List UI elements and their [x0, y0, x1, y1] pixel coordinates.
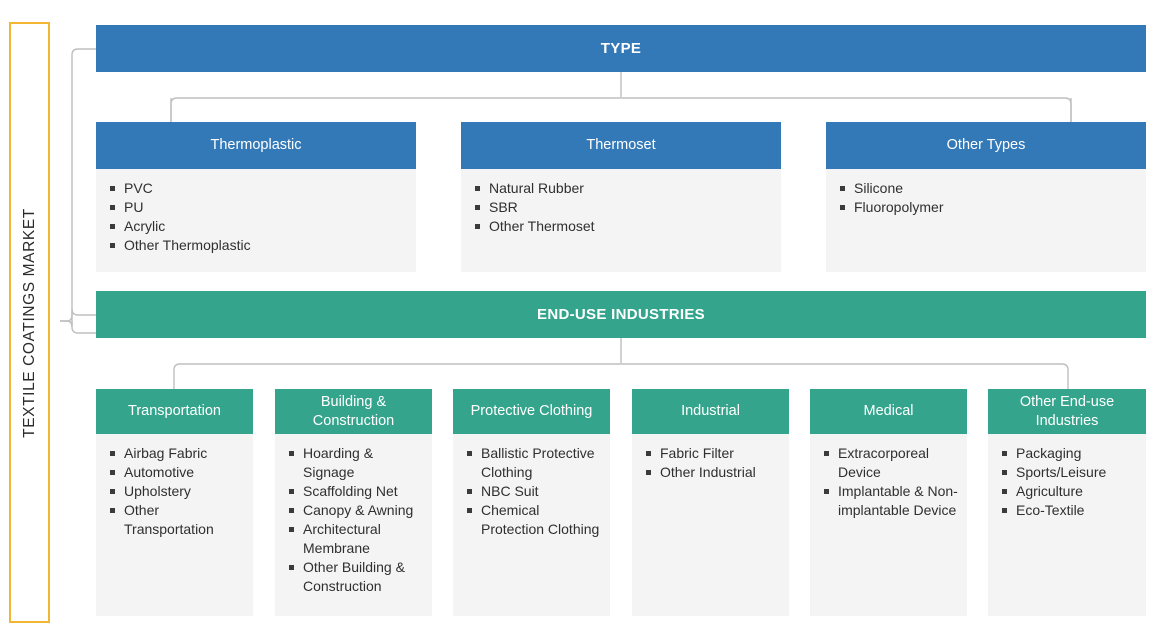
card-thermoplastic-header: Thermoplastic — [96, 122, 416, 169]
list-item: Natural Rubber — [475, 179, 773, 198]
list-item: Packaging — [1002, 444, 1138, 463]
card-building-construction-body: Hoarding & Signage Scaffolding Net Canop… — [275, 434, 432, 616]
card-other-enduse-industries-title: Other End-use Industries — [1019, 394, 1115, 429]
card-industrial-header: Industrial — [632, 389, 789, 434]
section-bar-enduse-label: END-USE INDUSTRIES — [537, 306, 705, 323]
card-transportation-title: Transportation — [128, 403, 221, 420]
card-building-construction-header: Building & Construction — [275, 389, 432, 434]
list-item: PVC — [110, 179, 408, 198]
list-item: Ballistic Protective Clothing — [467, 444, 602, 482]
card-medical-title: Medical — [863, 403, 914, 420]
list-item: Hoarding & Signage — [289, 444, 424, 482]
card-medical-body: Extracorporeal Device Implantable & Non-… — [810, 434, 967, 616]
card-protective-clothing[interactable]: Protective Clothing Ballistic Protective… — [453, 389, 610, 616]
card-other-enduse-industries-body: Packaging Sports/Leisure Agriculture Eco… — [988, 434, 1146, 616]
card-transportation-body: Airbag Fabric Automotive Upholstery Othe… — [96, 434, 253, 616]
list-item: Agriculture — [1002, 482, 1138, 501]
list-item: Other Thermoplastic — [110, 236, 408, 255]
list-item: Eco-Textile — [1002, 501, 1138, 520]
list-item: SBR — [475, 198, 773, 217]
card-industrial[interactable]: Industrial Fabric Filter Other Industria… — [632, 389, 789, 616]
list-item: Architectural Membrane — [289, 520, 424, 558]
list-item: Sports/Leisure — [1002, 463, 1138, 482]
card-thermoset-body: Natural Rubber SBR Other Thermoset — [461, 169, 781, 272]
list-item: Other Thermoset — [475, 217, 773, 236]
card-medical-header: Medical — [810, 389, 967, 434]
list-item: Canopy & Awning — [289, 501, 424, 520]
card-other-enduse-industries-list: Packaging Sports/Leisure Agriculture Eco… — [998, 444, 1138, 520]
list-item: Acrylic — [110, 217, 408, 236]
card-protective-clothing-title: Protective Clothing — [470, 403, 593, 420]
card-other-types-title: Other Types — [946, 137, 1026, 154]
list-item: Silicone — [840, 179, 1138, 198]
card-other-enduse-industries-header: Other End-use Industries — [988, 389, 1146, 434]
card-building-construction-title: Building & Construction — [312, 394, 395, 429]
card-transportation[interactable]: Transportation Airbag Fabric Automotive … — [96, 389, 253, 616]
list-item: Scaffolding Net — [289, 482, 424, 501]
card-industrial-list: Fabric Filter Other Industrial — [642, 444, 781, 482]
card-protective-clothing-body: Ballistic Protective Clothing NBC Suit C… — [453, 434, 610, 616]
section-bar-type-label: TYPE — [600, 40, 642, 57]
card-medical[interactable]: Medical Extracorporeal Device Implantabl… — [810, 389, 967, 616]
list-item: Other Building & Construction — [289, 558, 424, 596]
list-item: Other Industrial — [646, 463, 781, 482]
card-industrial-body: Fabric Filter Other Industrial — [632, 434, 789, 616]
card-industrial-title: Industrial — [681, 403, 740, 420]
list-item: Upholstery — [110, 482, 245, 501]
market-label-box: TEXTILE COATINGS MARKET — [9, 22, 50, 623]
card-building-construction[interactable]: Building & Construction Hoarding & Signa… — [275, 389, 432, 616]
list-item: Extracorporeal Device — [824, 444, 959, 482]
connector-market-to-enduse — [71, 321, 96, 334]
card-other-types[interactable]: Other Types Silicone Fluoropolymer — [826, 122, 1146, 272]
card-protective-clothing-list: Ballistic Protective Clothing NBC Suit C… — [463, 444, 602, 539]
list-item: Implantable & Non-implantable Device — [824, 482, 959, 520]
list-item: Other Transportation — [110, 501, 245, 539]
card-thermoset-header: Thermoset — [461, 122, 781, 169]
card-transportation-list: Airbag Fabric Automotive Upholstery Othe… — [106, 444, 245, 539]
connector-type-bracket — [170, 97, 1072, 122]
card-thermoplastic-list: PVC PU Acrylic Other Thermoplastic — [106, 179, 408, 255]
card-medical-list: Extracorporeal Device Implantable & Non-… — [820, 444, 959, 520]
section-bar-type[interactable]: TYPE — [96, 25, 1146, 72]
connector-market-brace-mid — [60, 308, 96, 328]
market-title: TEXTILE COATINGS MARKET — [20, 207, 38, 438]
card-thermoplastic[interactable]: Thermoplastic PVC PU Acrylic Other Therm… — [96, 122, 416, 272]
list-item: Fluoropolymer — [840, 198, 1138, 217]
card-other-types-list: Silicone Fluoropolymer — [836, 179, 1138, 217]
card-thermoset-title: Thermoset — [586, 137, 656, 154]
card-other-enduse-industries[interactable]: Other End-use Industries Packaging Sport… — [988, 389, 1146, 616]
list-item: Fabric Filter — [646, 444, 781, 463]
card-thermoset[interactable]: Thermoset Natural Rubber SBR Other Therm… — [461, 122, 781, 272]
card-protective-clothing-header: Protective Clothing — [453, 389, 610, 434]
connector-market-to-type — [60, 48, 96, 322]
list-item: Chemical Protection Clothing — [467, 501, 602, 539]
list-item: Airbag Fabric — [110, 444, 245, 463]
card-thermoset-list: Natural Rubber SBR Other Thermoset — [471, 179, 773, 236]
section-bar-enduse[interactable]: END-USE INDUSTRIES — [96, 291, 1146, 338]
list-item: PU — [110, 198, 408, 217]
card-building-construction-list: Hoarding & Signage Scaffolding Net Canop… — [285, 444, 424, 596]
card-other-types-header: Other Types — [826, 122, 1146, 169]
card-transportation-header: Transportation — [96, 389, 253, 434]
card-thermoplastic-title: Thermoplastic — [210, 137, 302, 154]
connector-enduse-bracket — [173, 363, 1069, 389]
list-item: Automotive — [110, 463, 245, 482]
card-thermoplastic-body: PVC PU Acrylic Other Thermoplastic — [96, 169, 416, 272]
list-item: NBC Suit — [467, 482, 602, 501]
card-other-types-body: Silicone Fluoropolymer — [826, 169, 1146, 272]
